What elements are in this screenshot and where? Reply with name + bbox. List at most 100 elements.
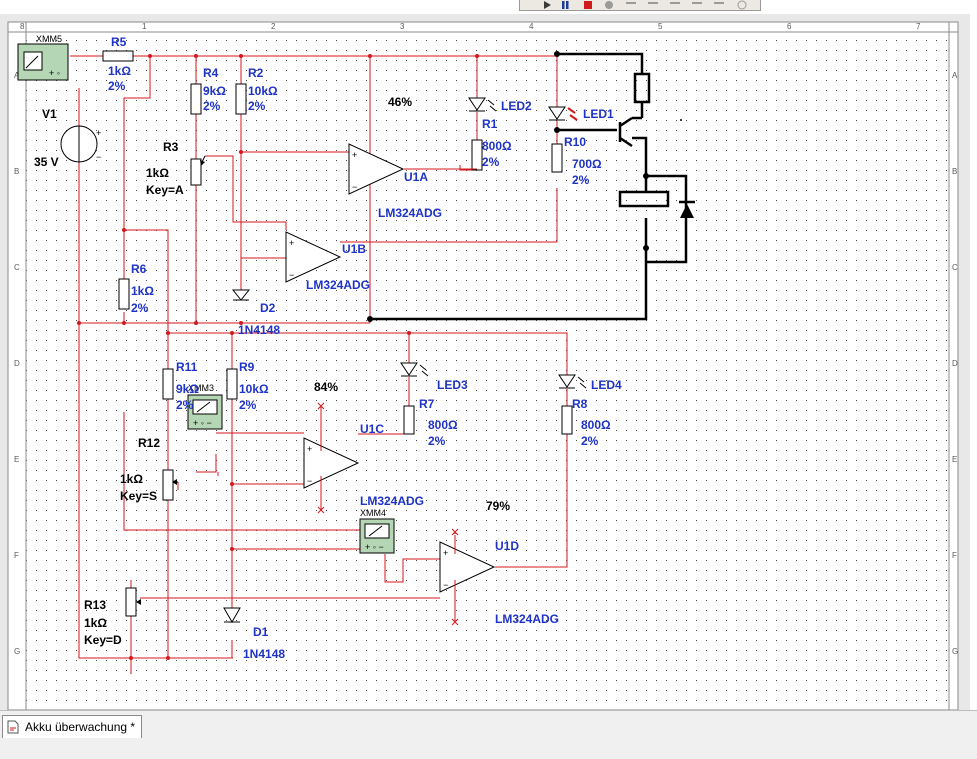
- svg-text:F: F: [952, 551, 957, 560]
- r13-ref: R13: [84, 598, 106, 612]
- resistor-r1[interactable]: [471, 139, 483, 171]
- resistor-r8[interactable]: [561, 405, 573, 435]
- resistor-r6[interactable]: [118, 278, 130, 310]
- simulation-toolbar: [519, 0, 761, 11]
- r1-value: 800Ω: [482, 139, 512, 153]
- r9-ref: R9: [239, 360, 255, 374]
- ruler-top: 1 2 3 4 5 6 7 8: [20, 22, 921, 31]
- r4-value: 9kΩ: [203, 84, 226, 98]
- potentiometer-r13[interactable]: [125, 587, 141, 617]
- resistor-r9[interactable]: [226, 368, 238, 400]
- svg-text:1: 1: [142, 22, 147, 31]
- svg-text:2: 2: [271, 22, 276, 31]
- v1-value: 35 V: [34, 155, 59, 169]
- r1-tol: 2%: [482, 155, 500, 169]
- svg-text:8: 8: [20, 22, 25, 31]
- r13-percent: 79%: [486, 499, 510, 513]
- svg-text:+: +: [443, 548, 448, 558]
- d2-part: 1N4148: [238, 323, 280, 337]
- svg-text:3: 3: [400, 22, 405, 31]
- led-led4[interactable]: [558, 374, 587, 389]
- svg-text:−: −: [96, 152, 101, 162]
- r12-ref: R12: [138, 436, 160, 450]
- svg-text:F: F: [14, 551, 19, 560]
- resistor-r5[interactable]: [102, 50, 134, 62]
- u1d-ref: U1D: [495, 539, 519, 553]
- svg-text:E: E: [14, 455, 19, 464]
- resistor-r11[interactable]: [162, 368, 174, 400]
- r6-tol: 2%: [131, 301, 149, 315]
- document-tab[interactable]: Akku überwachung *: [2, 715, 143, 738]
- potentiometer-r3[interactable]: [190, 155, 206, 186]
- ruler-side: A B C D E F G A B C D E F G: [14, 71, 958, 656]
- led-led1[interactable]: [548, 106, 578, 121]
- r1-ref: R1: [482, 117, 498, 131]
- resistor-r2[interactable]: [235, 83, 247, 115]
- r7-tol: 2%: [428, 434, 446, 448]
- relay-resistor[interactable]: [633, 72, 651, 104]
- svg-text:D: D: [952, 359, 958, 368]
- r10-value: 700Ω: [572, 157, 602, 171]
- schematic-canvas[interactable]: 1 2 3 4 5 6 7 8 A B C D E F G A B C D E …: [0, 14, 970, 710]
- r2-value: 10kΩ: [248, 84, 278, 98]
- r4-tol: 2%: [203, 99, 221, 113]
- record-button[interactable]: [605, 1, 613, 9]
- led-led3[interactable]: [400, 362, 429, 377]
- design-window: 1 2 3 4 5 6 7 8 A B C D E F G A B C D E …: [0, 14, 970, 710]
- r6-ref: R6: [131, 262, 147, 276]
- diode-d1[interactable]: [223, 607, 241, 624]
- multimeter-xmm4[interactable]: + ◦ −: [359, 518, 395, 554]
- r10-ref: R10: [564, 135, 586, 149]
- r3-value: 1kΩ: [146, 166, 169, 180]
- r9-tol: 2%: [239, 398, 257, 412]
- stop-button[interactable]: [584, 1, 592, 9]
- resistor-r4[interactable]: [190, 83, 202, 115]
- pause-button[interactable]: [562, 1, 569, 9]
- r3-ref: R3: [163, 140, 179, 154]
- xmm5-label: XMM5: [36, 34, 62, 44]
- r5-value: 1kΩ: [108, 64, 131, 78]
- svg-text:G: G: [14, 647, 20, 656]
- svg-text:C: C: [14, 263, 20, 272]
- svg-text:−: −: [307, 476, 312, 486]
- relay-coil[interactable]: [618, 190, 670, 208]
- r3-percent: 46%: [388, 95, 412, 109]
- svg-text:E: E: [952, 455, 957, 464]
- svg-text:A: A: [14, 71, 20, 80]
- opamp-u1b[interactable]: +−: [285, 231, 380, 283]
- r9-value: 10kΩ: [239, 382, 269, 396]
- svg-text:+ ◦ −: + ◦ −: [193, 418, 212, 428]
- resistor-r7[interactable]: [403, 405, 415, 435]
- svg-text:+ ◦ −: + ◦ −: [365, 542, 384, 552]
- voltage-source-v1[interactable]: +−: [60, 125, 101, 163]
- power-circuit[interactable]: [370, 52, 688, 321]
- r11-ref: R11: [176, 360, 198, 374]
- opamp-u1a[interactable]: +−: [348, 143, 477, 195]
- red-wires[interactable]: [70, 55, 568, 674]
- opamp-u1c[interactable]: +−: [303, 437, 360, 489]
- multimeter-xmm5[interactable]: + ◦: [17, 43, 69, 81]
- flyback-diode[interactable]: [679, 200, 695, 218]
- multimeter-xmm3[interactable]: + ◦ −: [187, 394, 223, 430]
- svg-text:5: 5: [658, 22, 663, 31]
- u1c-part: LM324ADG: [360, 494, 424, 508]
- diode-d2[interactable]: [231, 289, 251, 301]
- led-led2[interactable]: [468, 97, 497, 112]
- r2-tol: 2%: [248, 99, 266, 113]
- svg-text:−: −: [443, 580, 448, 590]
- run-button[interactable]: [544, 1, 551, 9]
- potentiometer-r12[interactable]: [162, 469, 178, 501]
- r12-percent: 84%: [314, 380, 338, 394]
- svg-text:−: −: [352, 182, 357, 192]
- r7-value: 800Ω: [428, 418, 458, 432]
- r8-ref: R8: [572, 397, 588, 411]
- u1b-part: LM324ADG: [306, 278, 370, 292]
- xmm3-label: XMM3: [188, 383, 214, 393]
- opamp-u1d[interactable]: +−: [439, 541, 496, 593]
- resistor-r10[interactable]: [551, 143, 563, 173]
- transistor[interactable]: [618, 116, 642, 148]
- svg-text:+ ◦: + ◦: [49, 68, 60, 78]
- step-icons[interactable]: [626, 0, 747, 10]
- led2-label: LED2: [501, 99, 532, 113]
- r12-value: 1kΩ: [120, 472, 143, 486]
